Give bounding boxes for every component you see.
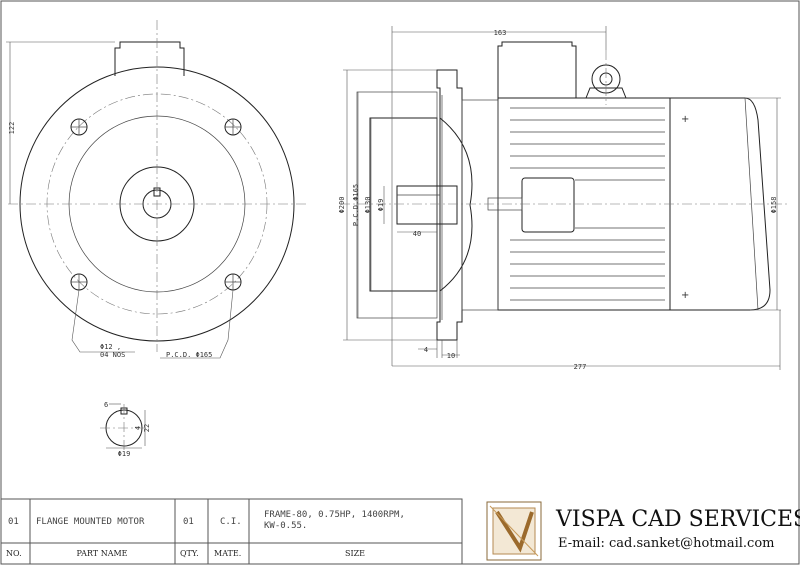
header-qty: QTY. [180, 549, 199, 558]
flange-outer-circle [19, 66, 295, 342]
row-size-line2: KW-0.55. [264, 521, 307, 531]
dim-shaft-length: 40 [413, 230, 421, 238]
dim-key-depth: 4 [134, 426, 142, 430]
dim-shaft-dia: Φ19 [377, 199, 385, 212]
dim-122: 122 [8, 122, 16, 135]
flange-face-outline [356, 91, 438, 319]
row-no: 01 [8, 517, 19, 527]
dim-163: 163 [494, 29, 507, 37]
header-size: SIZE [345, 549, 365, 558]
front-view: 122 Φ12 , 04 NOS P.C.D. Φ165 [6, 20, 308, 359]
row-qty: 01 [183, 517, 194, 527]
dim-spigot-len: 10 [447, 352, 455, 360]
body-neck [461, 99, 499, 311]
brand-name: VISPA CAD SERVICES [555, 507, 800, 532]
row-part-name: FLANGE MOUNTED MOTOR [36, 517, 145, 527]
hole-note-line1: Φ12 , [100, 343, 121, 351]
dim-flange-dia: Φ200 [338, 197, 346, 214]
side-view: + + 163 Φ200 P.C.D.Φ165 Φ130 Φ19 40 4 10 [338, 26, 790, 371]
dim-frame-dia: Φ158 [770, 197, 778, 214]
flange-side [436, 69, 463, 341]
shaft-key-detail: 6 22 4 Φ19 [100, 401, 151, 458]
dim-flange-thk: 4 [424, 346, 428, 354]
end-shield-arc [439, 117, 473, 292]
brand-logo [486, 501, 542, 561]
cooling-fins [510, 107, 665, 301]
hole-note-line2: 04 NOS [100, 351, 125, 359]
row-material: C.I. [220, 517, 242, 527]
header-material: MATE. [214, 549, 241, 558]
title-block: 01 FLANGE MOUNTED MOTOR 01 C.I. FRAME-80… [0, 498, 463, 565]
dim-spigot-dia: Φ130 [364, 197, 372, 214]
header-part-name: PART NAME [77, 549, 128, 558]
pcd-note: P.C.D. Φ165 [166, 351, 212, 359]
dim-shaft-small-dia: Φ19 [118, 450, 131, 458]
brand-block: VISPA CAD SERVICES E-mail: cad.sanket@ho… [486, 501, 800, 561]
screw-mark-top: + [681, 114, 689, 125]
shaft-side [396, 185, 458, 225]
dim-pcd: P.C.D.Φ165 [352, 184, 360, 226]
brand-email: E-mail: cad.sanket@hotmail.com [558, 536, 775, 551]
dim-277: 277 [574, 363, 587, 371]
junction-block [521, 177, 575, 233]
header-no: NO. [6, 549, 22, 558]
screw-mark-bottom: + [681, 290, 689, 301]
dim-key-height: 22 [143, 424, 151, 432]
fan-cowl [669, 97, 771, 311]
bolt-holes [70, 118, 242, 291]
terminal-box-front [114, 41, 185, 76]
dim-key-width: 6 [104, 401, 108, 409]
terminal-box-side [497, 41, 577, 98]
row-size-line1: FRAME-80, 0.75HP, 1400RPM, [264, 510, 405, 520]
